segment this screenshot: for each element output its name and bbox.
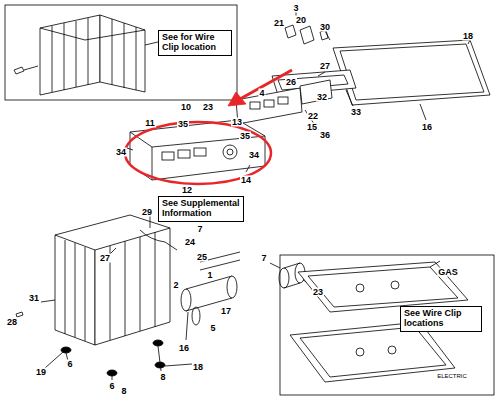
note-box: See Wire Clip locations (400, 306, 482, 332)
callout-number: 7 (260, 254, 267, 263)
callout-number: 34 (248, 151, 260, 160)
callout-number: 19 (35, 368, 47, 377)
callout-number: 1 (206, 271, 213, 280)
highlight-ellipse (125, 122, 271, 184)
callout-number: 20 (295, 16, 307, 25)
callout-number: 23 (312, 288, 324, 297)
callout-number: ELECTRIC (436, 373, 468, 379)
console-parts (236, 11, 426, 130)
callout-number: 7 (196, 225, 203, 234)
dryer-cabinet (16, 215, 192, 380)
note-box: See for Wire Clip location (158, 30, 232, 56)
callout-number: 26 (285, 78, 297, 87)
callout-number: 5 (209, 324, 216, 333)
callout-number: 16 (421, 123, 433, 132)
callout-number: 18 (192, 363, 204, 372)
callout-number: 25 (196, 253, 208, 262)
callout-number: 27 (319, 62, 331, 71)
callout-number: 31 (28, 294, 40, 303)
callout-number: 27 (99, 254, 111, 263)
callout-number: 35 (177, 120, 189, 129)
callout-number: 33 (350, 108, 362, 117)
callout-number: 24 (184, 238, 196, 247)
callout-number: 21 (273, 19, 285, 28)
exhaust-duct (181, 252, 314, 340)
callout-number: GAS (437, 268, 459, 277)
note-box: See Supplemental Information (158, 196, 244, 222)
callout-number: 11 (144, 119, 156, 128)
callout-number: 29 (141, 208, 153, 217)
callout-number: 10 (180, 103, 192, 112)
callout-number: 23 (202, 103, 214, 112)
callout-number: 6 (66, 360, 73, 369)
inset-panel (5, 5, 237, 100)
callout-number: 12 (181, 186, 193, 195)
note-text: See Supplemental Information (162, 199, 240, 219)
cabinet-sketch (14, 15, 158, 95)
callout-number: 35 (239, 132, 251, 141)
callout-number: 16 (178, 344, 190, 353)
note-text: See Wire Clip locations (404, 309, 478, 329)
callout-number: 8 (159, 373, 166, 382)
callout-number: 8 (120, 387, 127, 396)
callout-number: 6 (108, 382, 115, 391)
callout-number: 17 (220, 307, 232, 316)
callout-number: 28 (6, 318, 18, 327)
callout-number: 4 (258, 89, 265, 98)
callout-number: 30 (319, 23, 331, 32)
note-text: See for Wire Clip location (162, 33, 228, 53)
callout-number: 22 (307, 112, 319, 121)
red-arrow (228, 70, 292, 106)
inset-panel (280, 255, 494, 395)
callout-number: 18 (462, 32, 474, 41)
callout-number: 15 (306, 123, 318, 132)
top-lid (333, 40, 490, 105)
callout-number: 32 (316, 93, 328, 102)
callout-number: 14 (240, 176, 252, 185)
callout-number: 13 (231, 118, 243, 127)
callout-number: 36 (319, 131, 331, 140)
callout-number: 34 (115, 148, 127, 157)
callout-number: 3 (292, 4, 299, 13)
callout-number: 2 (172, 281, 179, 290)
